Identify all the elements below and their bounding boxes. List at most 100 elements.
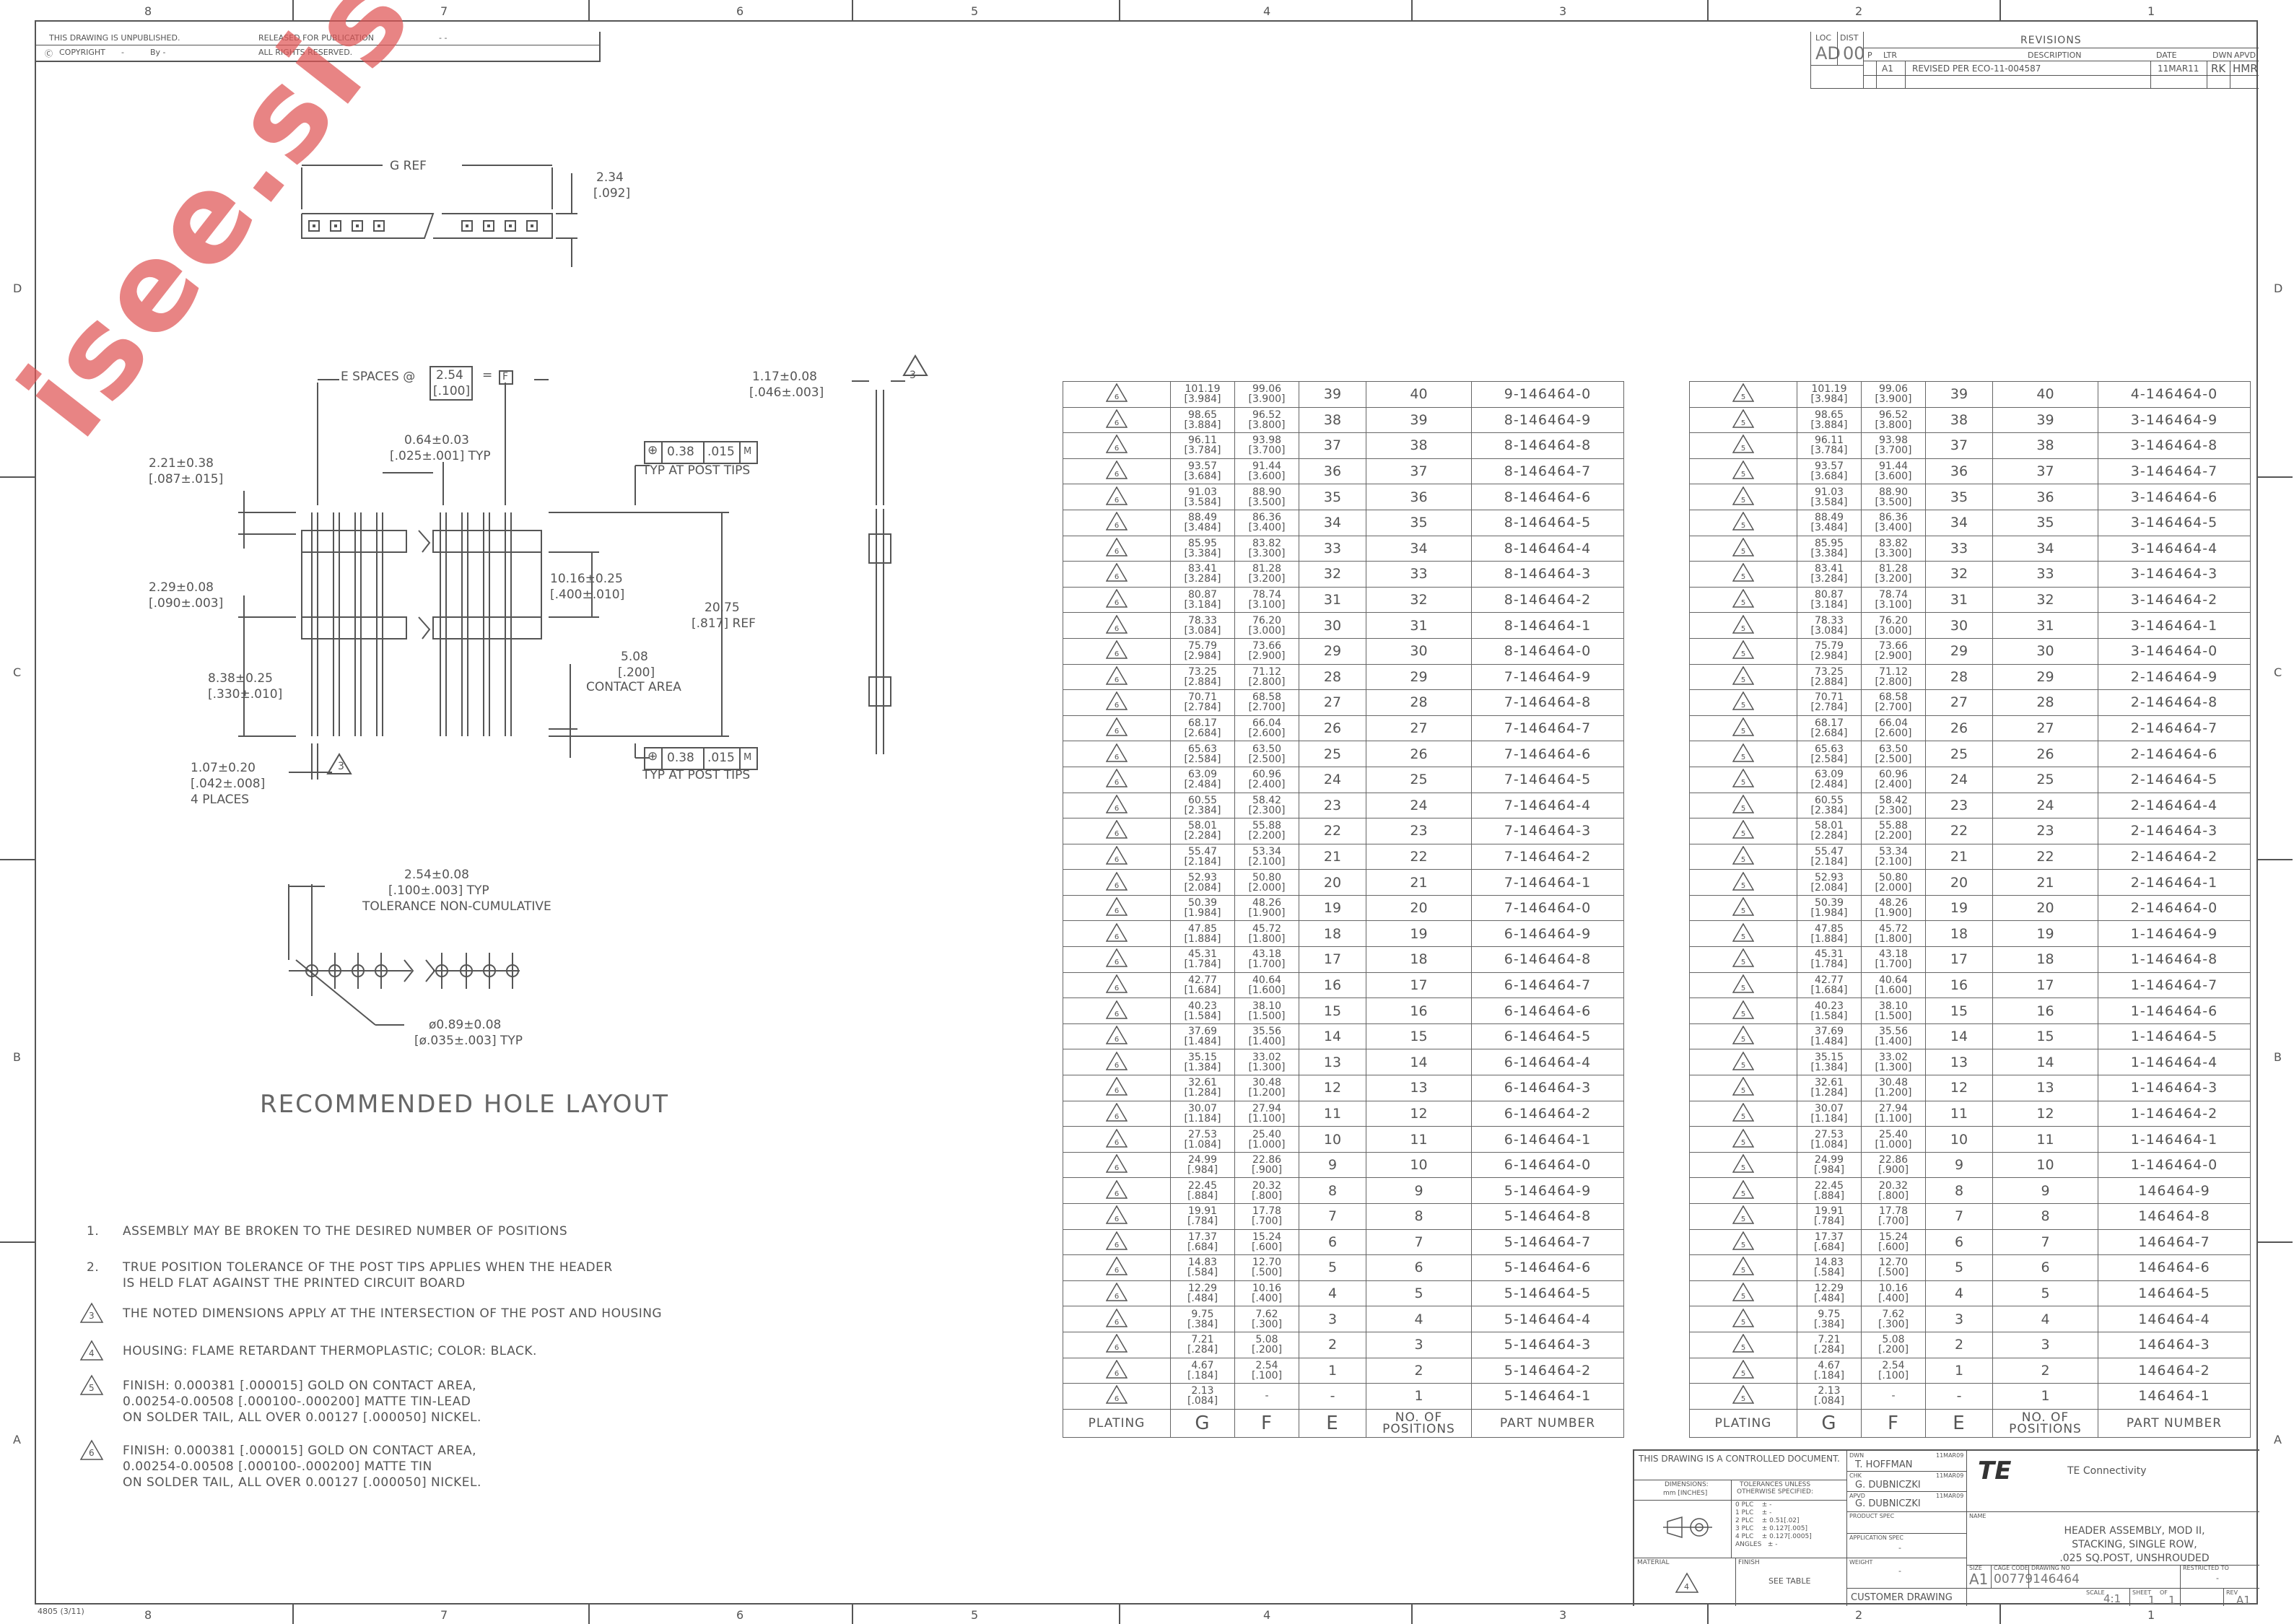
f-in: [3.000] bbox=[1875, 624, 1912, 637]
f-mm: 43.18 bbox=[1878, 948, 1909, 961]
g-cell: 14.83[.584] bbox=[1797, 1254, 1862, 1281]
positions-cell: 3 bbox=[1366, 1331, 1472, 1358]
svg-text:5: 5 bbox=[1741, 1062, 1745, 1070]
g-cell: 17.37[.684] bbox=[1797, 1228, 1862, 1256]
f-cell: 12.70[.500] bbox=[1234, 1254, 1299, 1281]
g-in: [3.884] bbox=[1184, 419, 1221, 431]
f-cell: 22.86[.900] bbox=[1234, 1151, 1299, 1179]
zone-tick bbox=[1119, 0, 1120, 20]
svg-text:6: 6 bbox=[1115, 548, 1119, 556]
plating-cell: 5 bbox=[1689, 766, 1797, 793]
plating-triangle-icon: 5 bbox=[1732, 769, 1754, 787]
positions-cell: 39 bbox=[1366, 406, 1472, 434]
plating-cell: 5 bbox=[1689, 1100, 1797, 1127]
g-in: [3.284] bbox=[1810, 573, 1848, 585]
g-cell: 50.39[1.984] bbox=[1170, 894, 1235, 922]
positions-cell: 16 bbox=[1366, 997, 1472, 1024]
e-cell: 26 bbox=[1299, 715, 1366, 742]
svg-text:5: 5 bbox=[1741, 1395, 1745, 1403]
g-cell: 101.19[3.984] bbox=[1797, 381, 1862, 408]
part-number-cell: 8-146464-8 bbox=[1471, 432, 1624, 459]
positions-cell: 37 bbox=[1992, 458, 2098, 485]
f-mm: 60.96 bbox=[1252, 769, 1282, 781]
positions-cell: 38 bbox=[1366, 432, 1472, 459]
g-cell: 88.49[3.484] bbox=[1797, 509, 1862, 536]
revisions-title: REVISIONS bbox=[2020, 35, 2082, 46]
e-cell: 6 bbox=[1925, 1228, 1993, 1256]
f-cell: 38.10[1.500] bbox=[1234, 997, 1299, 1024]
tolerance-plc-line: 1 PLC ± - bbox=[1735, 1509, 1772, 1516]
f-header: F bbox=[1861, 1408, 1926, 1438]
positions-cell: 14 bbox=[1366, 1049, 1472, 1076]
g-cell: 9.75[.384] bbox=[1170, 1306, 1235, 1332]
f-mm: 7.62 bbox=[1255, 1308, 1278, 1320]
g-mm: 17.37 bbox=[1187, 1231, 1218, 1243]
g-mm: 65.63 bbox=[1814, 743, 1844, 755]
svg-text:5: 5 bbox=[1741, 805, 1745, 813]
g-mm: 24.99 bbox=[1187, 1154, 1218, 1166]
note-text: FINISH: 0.000381 [.000015] GOLD ON CONTA… bbox=[123, 1444, 476, 1458]
f-mm: 58.42 bbox=[1878, 794, 1909, 806]
g-in: [3.884] bbox=[1810, 419, 1848, 431]
svg-text:5: 5 bbox=[1741, 1139, 1745, 1147]
g-mm: 58.01 bbox=[1187, 820, 1218, 832]
sheets-value: 1 bbox=[2168, 1594, 2176, 1607]
note-text: TRUE POSITION TOLERANCE OF THE POST TIPS… bbox=[123, 1260, 613, 1275]
f-mm: 12.70 bbox=[1252, 1257, 1282, 1269]
svg-text:5: 5 bbox=[1741, 650, 1745, 658]
g-mm: 24.99 bbox=[1814, 1154, 1844, 1166]
part-number-cell: 6-146464-3 bbox=[1471, 1075, 1624, 1101]
f-in: [1.600] bbox=[1875, 984, 1912, 996]
g-mm: 78.33 bbox=[1814, 614, 1844, 627]
positions-cell: 21 bbox=[1366, 869, 1472, 896]
dimensions-label: DIMENSIONS: bbox=[1665, 1481, 1709, 1488]
f-in: [3.900] bbox=[1875, 393, 1912, 406]
positions-cell: 12 bbox=[1366, 1100, 1472, 1127]
f-mm: 50.80 bbox=[1252, 871, 1282, 883]
g-in: [1.984] bbox=[1184, 907, 1221, 920]
g-mm: 65.63 bbox=[1187, 743, 1218, 755]
plating-triangle-icon: 6 bbox=[1106, 717, 1128, 736]
f-cell: 76.20[3.000] bbox=[1861, 612, 1926, 639]
f-mm: 53.34 bbox=[1878, 845, 1909, 857]
f-in: [2.200] bbox=[1875, 830, 1912, 842]
otherwise-label: OTHERWISE SPECIFIED: bbox=[1737, 1488, 1813, 1496]
g-in: [1.584] bbox=[1810, 1010, 1848, 1022]
plating-triangle-icon: 5 bbox=[1732, 1179, 1754, 1199]
part-number-cell: 7-146464-5 bbox=[1471, 766, 1624, 793]
svg-text:6: 6 bbox=[1115, 1113, 1119, 1121]
plating-cell: 6 bbox=[1063, 741, 1171, 767]
zone-side-label-C: C bbox=[2274, 665, 2282, 679]
part-number-cell: 2-146464-0 bbox=[2098, 894, 2251, 922]
g-in: [2.884] bbox=[1184, 676, 1221, 688]
release-dashes: - - bbox=[439, 33, 448, 43]
plating-cell: 6 bbox=[1063, 920, 1171, 948]
g-cell: 45.31[1.784] bbox=[1170, 946, 1235, 973]
dim-035-typ: [ø.035±.003] TYP bbox=[414, 1034, 523, 1048]
f-cell: 33.02[1.300] bbox=[1861, 1049, 1926, 1076]
positions-cell: 15 bbox=[1992, 1023, 2098, 1050]
svg-text:5: 5 bbox=[1741, 1087, 1745, 1095]
g-mm: 83.41 bbox=[1187, 563, 1218, 575]
g-mm: 35.15 bbox=[1187, 1051, 1218, 1063]
f-in: [1.500] bbox=[1248, 1010, 1286, 1022]
positions-cell: 30 bbox=[1992, 637, 2098, 665]
customer-drawing: CUSTOMER DRAWING bbox=[1851, 1592, 1953, 1603]
part-number-cell: 146464-6 bbox=[2098, 1254, 2251, 1281]
dim-090: [.090±.003] bbox=[149, 596, 224, 611]
positions-cell: 9 bbox=[1992, 1177, 2098, 1204]
note-triangle-icon bbox=[79, 1340, 104, 1361]
note-text: 0.00254-0.00508 [.000100-.000200] MATTE … bbox=[123, 1394, 471, 1409]
